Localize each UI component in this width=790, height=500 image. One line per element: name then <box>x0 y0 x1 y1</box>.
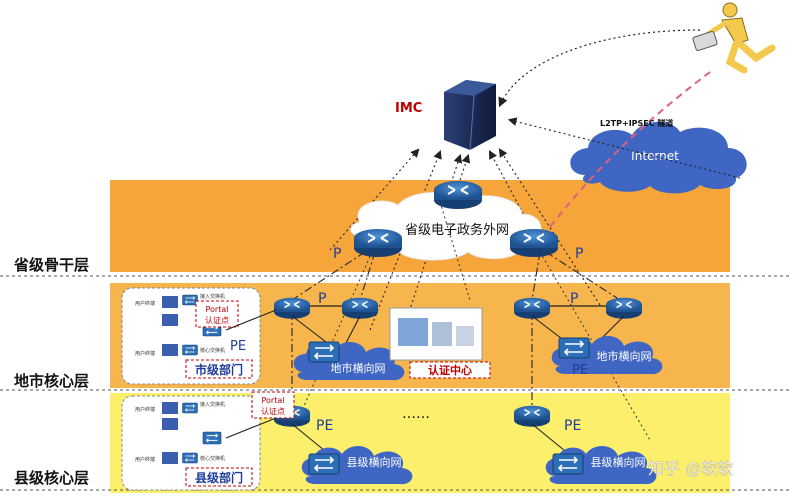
monitor-icon <box>162 452 178 464</box>
layer-label-city: 地市核心层 <box>14 372 89 390</box>
terminal-label: 用户终端 <box>135 300 155 307</box>
portal-label: Portal <box>206 305 229 314</box>
link-city-dept <box>225 309 277 331</box>
terminal-label: 用户终端 <box>135 406 155 413</box>
county-horizontal-cloud-left: 县级横向网 <box>301 445 413 485</box>
terminal-label: 用户终端 <box>135 350 155 357</box>
layer-label-provincial: 省级骨干层 <box>13 256 89 274</box>
city-horizontal-cloud-left: 地市横向网 <box>293 341 405 381</box>
switch-icon <box>182 294 198 306</box>
p-label-city-right: P <box>570 291 578 307</box>
pe-label-city-dept: PE <box>230 339 246 354</box>
auth-center-label: 认证中心 <box>428 363 472 377</box>
router-city-right-2 <box>605 297 643 320</box>
imc-server: IMC <box>395 80 496 151</box>
county-horizontal-label-left: 县级横向网 <box>347 455 402 469</box>
switch-icon <box>182 452 198 464</box>
imc-label: IMC <box>395 101 422 116</box>
core-switch-label: 核心交换机 <box>200 455 225 462</box>
pe-label-county-right: PE <box>564 418 581 434</box>
city-department-name: 市级部门 <box>195 362 243 377</box>
portal-label-cn: 认证点 <box>261 406 285 416</box>
county-horizontal-label-right: 县级横向网 <box>591 455 646 469</box>
router-city-right-p <box>513 297 551 320</box>
router-county-right <box>513 405 551 428</box>
internet-cloud: Internet <box>570 121 747 194</box>
tunnel-label: L2TP+IPSEC 隧道 <box>600 118 673 128</box>
county-dots: …… <box>402 406 430 422</box>
remote-user <box>692 2 776 74</box>
terminal-label: 用户终端 <box>135 456 155 463</box>
router-provincial-top <box>433 180 483 210</box>
city-horizontal-label-left: 地市横向网 <box>331 361 386 375</box>
county-department: 用户终端 用户终端 接入交换机 核心交换机 Portal 认证点 县级部门 <box>121 391 295 491</box>
county-horizontal-cloud-right: 县级横向网 <box>545 445 657 485</box>
switch-icon <box>182 344 198 356</box>
watermark: 知乎 @软软 <box>648 459 733 478</box>
p-label-provincial-right: P <box>575 246 583 262</box>
access-switch-label: 接入交换机 <box>200 293 225 300</box>
router-provincial-left <box>353 228 403 258</box>
core-switch-label: 核心交换机 <box>200 347 225 354</box>
remote-access-path <box>498 29 701 108</box>
router-provincial-right <box>509 228 559 258</box>
portal-label: Portal <box>262 396 285 405</box>
city-horizontal-label-right: 地市横向网 <box>597 349 652 363</box>
provincial-ring-label: 省级电子政务外网 <box>405 222 509 238</box>
switch-icon <box>202 431 222 445</box>
cloud-icon <box>570 121 747 194</box>
access-switch-label: 接入交换机 <box>200 401 225 408</box>
county-department-name: 县级部门 <box>195 470 243 485</box>
router-city-left-2 <box>341 297 379 320</box>
pe-label-county-left: PE <box>316 418 333 434</box>
monitor-icon <box>162 296 178 308</box>
l2tp-tunnel <box>539 71 711 241</box>
router-city-left-p <box>273 297 311 320</box>
city-department: 用户终端 用户终端 接入交换机 核心交换机 Portal 认证点 PE 市级部门 <box>121 287 261 385</box>
monitor-icon <box>162 344 178 356</box>
auth-center: 认证中心 <box>389 307 491 379</box>
monitor-icon <box>162 314 178 326</box>
dotted-links <box>299 201 651 441</box>
monitor-icon <box>162 418 178 430</box>
link-county-dept <box>225 417 277 439</box>
portal-label-cn: 认证点 <box>205 315 229 325</box>
link-county-right <box>531 423 571 456</box>
switch-icon <box>182 402 198 414</box>
city-horizontal-cloud-right: 地市横向网 <box>551 335 663 375</box>
layer-label-county: 县级核心层 <box>14 469 89 487</box>
monitor-icon <box>162 402 178 414</box>
running-businessman-icon <box>692 2 776 74</box>
p-label-city-left: P <box>318 291 326 307</box>
pe-label-city-right: PE <box>572 363 588 378</box>
p-label-provincial-left: P <box>333 246 341 262</box>
server-tower-icon <box>444 80 496 150</box>
